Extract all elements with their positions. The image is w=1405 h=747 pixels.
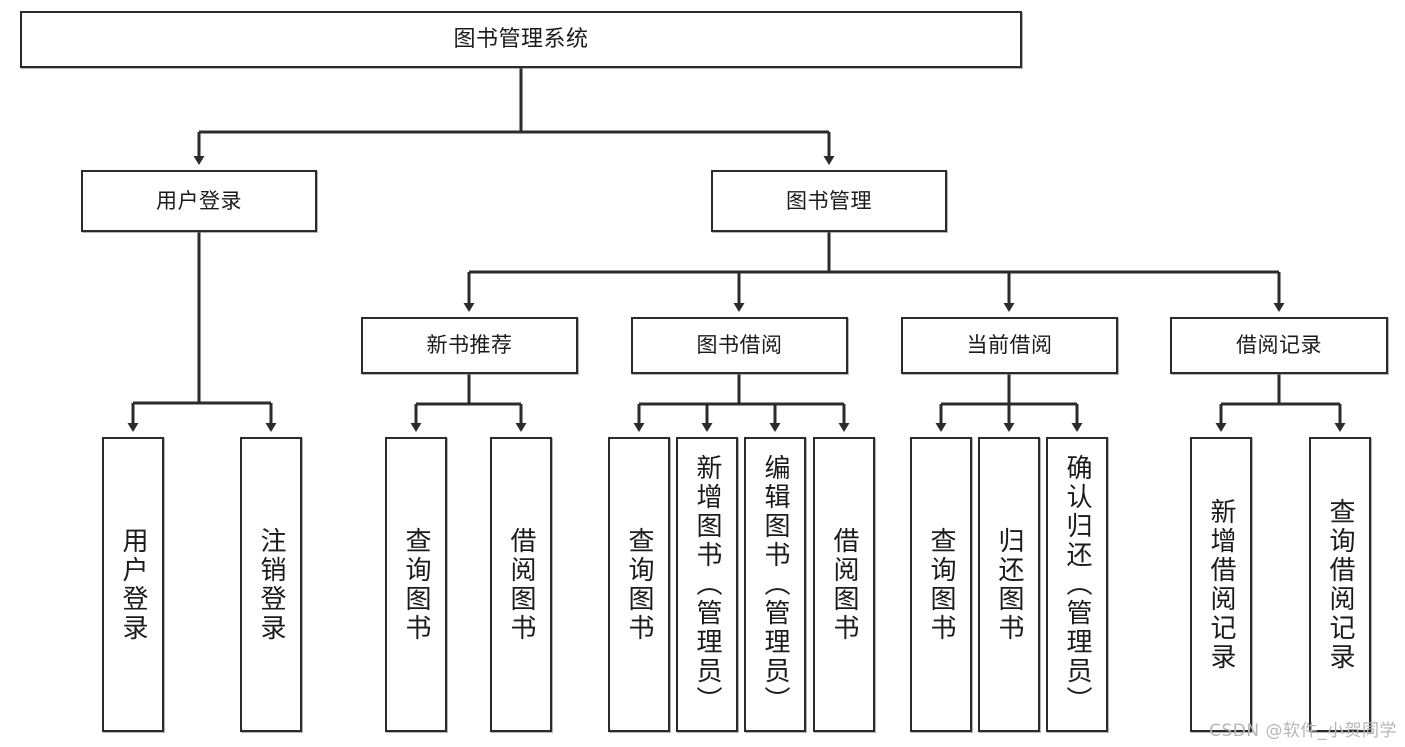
leaf-borrow-record-query-label: 查询借阅记录 [1325,497,1355,672]
leaf-user-login-login-label: 用户登录 [118,526,148,643]
node-book-borrow[interactable]: 图书借阅 [631,317,848,374]
leaf-book-borrow-edit[interactable]: 编辑图书（管理员） [744,437,806,732]
node-current-borrow-label: 当前借阅 [966,333,1053,358]
leaf-user-login-logout-label: 注销登录 [256,526,286,643]
leaf-borrow-record-add[interactable]: 新增借阅记录 [1190,437,1252,732]
node-borrow-record[interactable]: 借阅记录 [1170,317,1388,374]
node-root-label: 图书管理系统 [453,26,589,52]
leaf-borrow-record-add-label: 新增借阅记录 [1206,497,1236,672]
leaf-book-borrow-add[interactable]: 新增图书（管理员） [676,437,738,732]
leaf-new-book-borrow[interactable]: 借阅图书 [490,437,552,732]
leaf-user-login-logout[interactable]: 注销登录 [240,437,302,732]
leaf-current-borrow-query-label: 查询图书 [926,526,956,643]
leaf-book-borrow-query-label: 查询图书 [624,526,654,643]
leaf-new-book-query-label: 查询图书 [401,526,431,643]
leaf-current-borrow-return[interactable]: 归还图书 [978,437,1040,732]
node-root[interactable]: 图书管理系统 [20,11,1022,68]
node-book-management[interactable]: 图书管理 [711,170,947,232]
leaf-new-book-borrow-label: 借阅图书 [506,526,536,643]
leaf-current-borrow-confirm-return[interactable]: 确认归还（管理员） [1046,437,1108,732]
leaf-new-book-query[interactable]: 查询图书 [385,437,447,732]
leaf-book-borrow-query[interactable]: 查询图书 [608,437,670,732]
node-borrow-record-label: 借阅记录 [1236,333,1322,358]
leaf-current-borrow-return-label: 归还图书 [994,526,1024,643]
node-current-borrow[interactable]: 当前借阅 [901,317,1118,374]
node-user-login[interactable]: 用户登录 [81,170,317,232]
leaf-current-borrow-confirm-return-label: 确认归还（管理员） [1062,454,1092,715]
leaf-current-borrow-query[interactable]: 查询图书 [910,437,972,732]
leaf-book-borrow-add-label: 新增图书（管理员） [692,454,722,715]
leaf-book-borrow-edit-label: 编辑图书（管理员） [760,454,790,715]
node-new-book-recommend[interactable]: 新书推荐 [361,317,578,374]
node-user-login-label: 用户登录 [156,188,242,213]
leaf-user-login-login[interactable]: 用户登录 [102,437,164,732]
node-book-borrow-label: 图书借阅 [696,333,783,358]
node-new-book-recommend-label: 新书推荐 [426,333,513,358]
node-book-management-label: 图书管理 [786,188,872,213]
leaf-book-borrow-borrow-label: 借阅图书 [829,526,859,643]
leaf-book-borrow-borrow[interactable]: 借阅图书 [813,437,875,732]
leaf-borrow-record-query[interactable]: 查询借阅记录 [1309,437,1371,732]
csdn-watermark: CSDN @软件_小贺同学 [1209,721,1397,741]
